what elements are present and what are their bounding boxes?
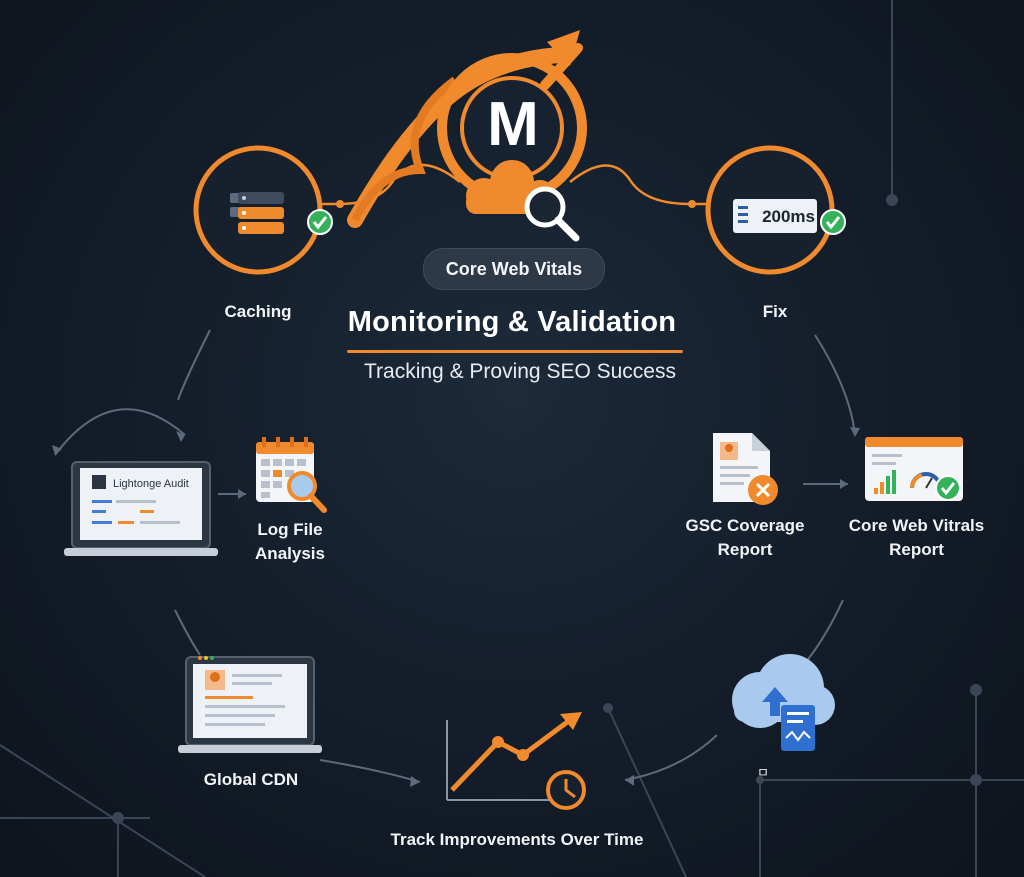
trend-chart-icon: [446, 712, 582, 801]
gsc-coverage-report-label: GSC Coverage Report: [685, 516, 805, 559]
core-web-vitals-report-label: Core Web Vitrals Report: [848, 516, 985, 559]
title-underline: [347, 350, 683, 353]
check-icon: [820, 209, 846, 235]
magnifier-icon: [524, 186, 580, 242]
laptop-icon: [64, 461, 218, 556]
connector-right: [569, 164, 708, 206]
dashboard-gauge-icon: [865, 437, 963, 501]
cloud-upload-icon: [732, 654, 835, 751]
core-web-vitals-badge: Core Web Vitals: [423, 248, 605, 290]
log-file-analysis-label: Log File Analysis: [255, 520, 325, 563]
m-logo-arrow-icon: [347, 30, 587, 228]
m-logo-letter: M: [487, 90, 539, 159]
lighthouse-audit-text: Lightonge Audit: [113, 478, 189, 490]
server-stack-icon: [230, 192, 284, 234]
page-subtitle: Tracking & Proving SEO Success: [363, 360, 676, 383]
clock-icon: [546, 770, 586, 810]
browser-window-icon: [733, 199, 817, 233]
document-error-icon: [713, 433, 778, 505]
caching-label: Caching: [224, 302, 292, 321]
caching-node: [193, 145, 333, 275]
calendar-search-icon: [256, 437, 327, 513]
page-title: Monitoring & Validation: [347, 306, 677, 338]
track-improvements-label: Track Improvements Over Time: [390, 830, 644, 849]
check-icon: [307, 209, 333, 235]
global-cdn-label: Global CDN: [203, 770, 299, 789]
laptop-profile-icon: [178, 656, 322, 753]
mini-symbol: ㅁ: [757, 765, 769, 780]
fix-timing-value: 200ms: [762, 207, 815, 226]
fix-label: Fix: [762, 302, 788, 321]
fix-node: [705, 145, 846, 275]
